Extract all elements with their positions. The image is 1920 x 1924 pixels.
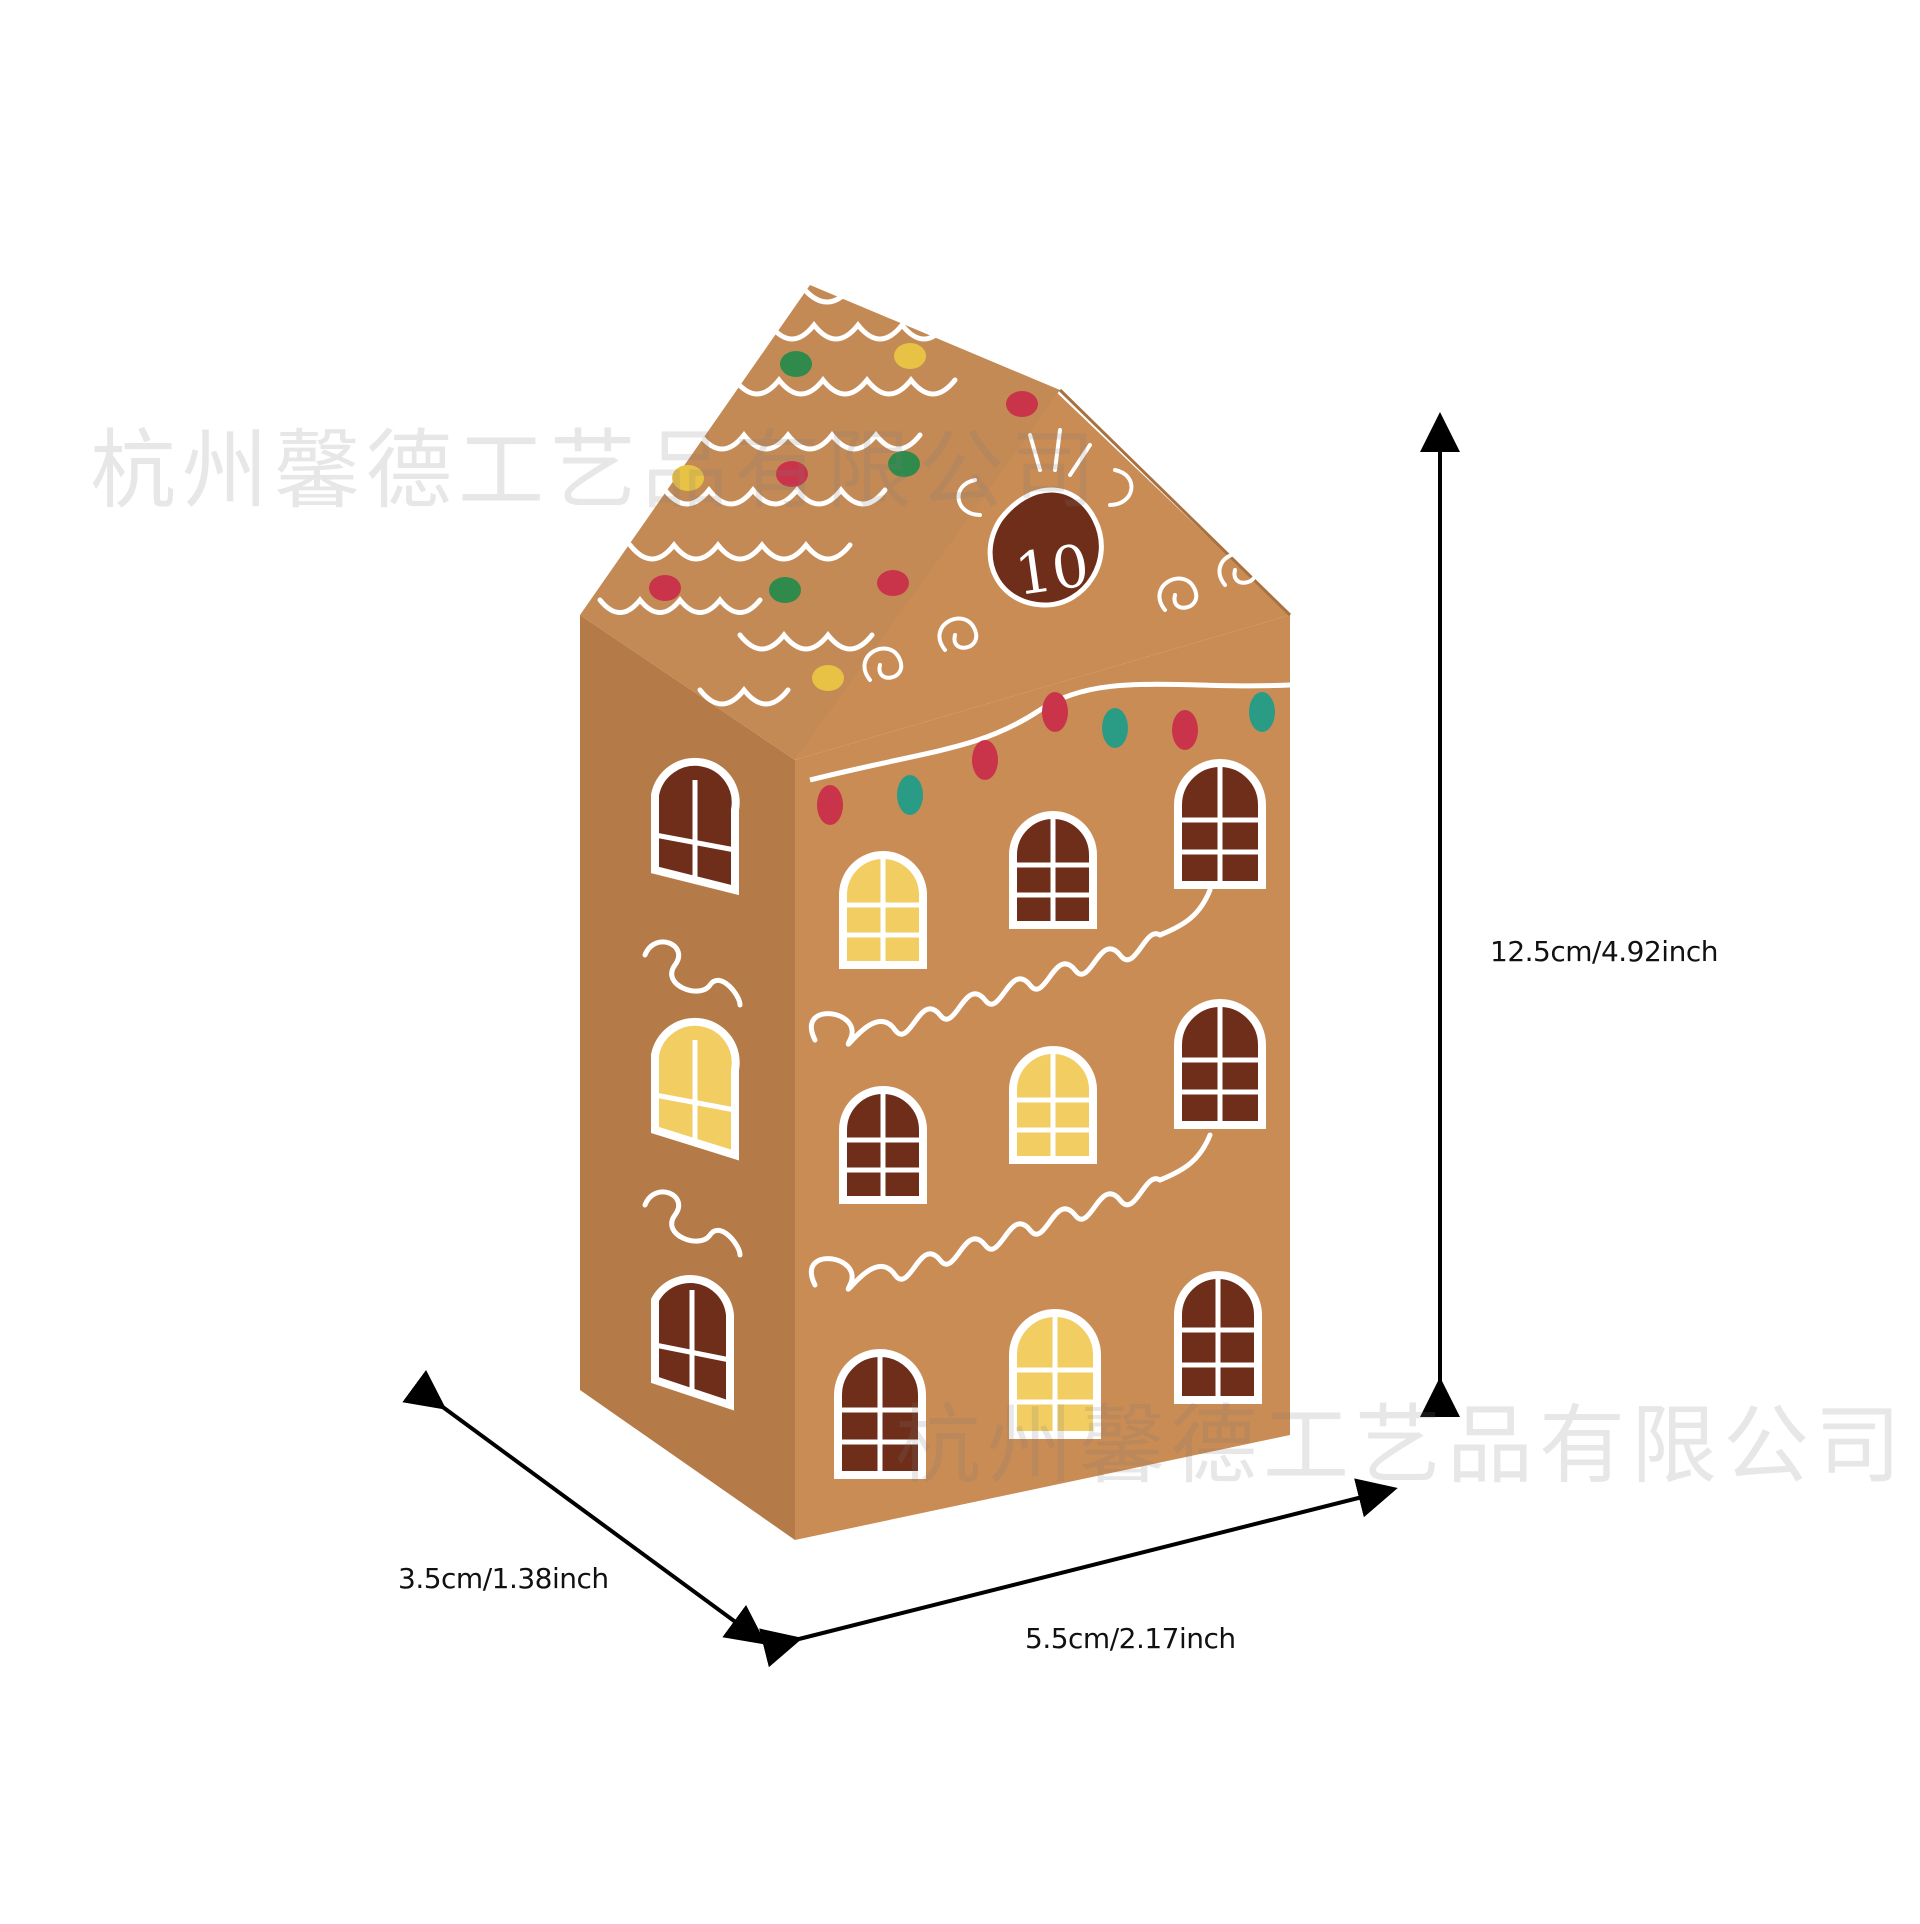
gable-ornament	[862, 428, 1259, 682]
roof-icing	[597, 286, 958, 707]
front-loops	[809, 887, 1213, 1292]
width-label: 5.5cm/2.17inch	[1025, 1622, 1236, 1655]
dimension-arrows	[402, 412, 1460, 1668]
side-window-muntins	[654, 780, 736, 1395]
depth-label: 3.5cm/1.38inch	[398, 1562, 609, 1595]
box-number: 10	[1011, 531, 1094, 609]
roof-candies	[649, 343, 1038, 691]
side-swirls	[642, 939, 743, 1258]
roof	[580, 285, 1060, 760]
width-arrow	[759, 1478, 1398, 1668]
front-window-muntins	[838, 763, 1262, 1475]
string-lights	[809, 681, 1291, 825]
depth-arrow	[402, 1369, 767, 1645]
height-label: 12.5cm/4.92inch	[1490, 935, 1718, 968]
